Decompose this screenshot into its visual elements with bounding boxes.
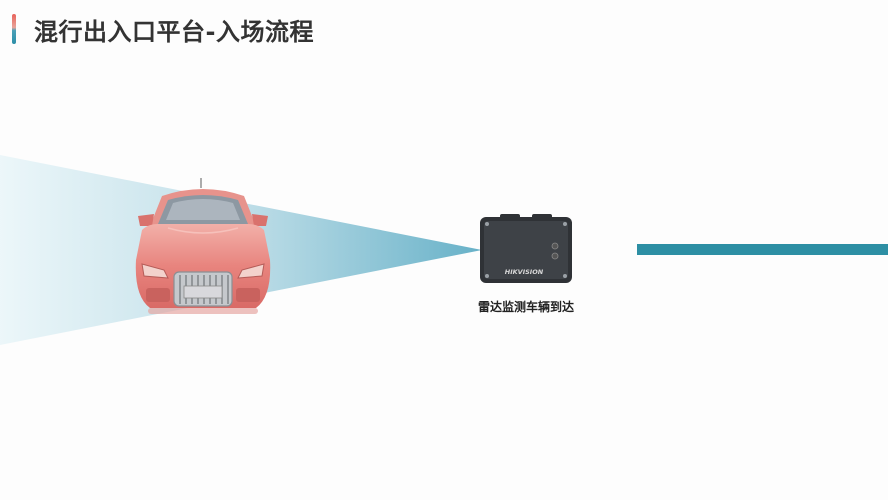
- page-title: 混行出入口平台-入场流程: [34, 18, 314, 46]
- car-image: [135, 178, 271, 314]
- barrier-gate-arm: [637, 244, 888, 255]
- radar-device: HIKVISION: [480, 214, 572, 283]
- radar-label: 雷达监测车辆到达: [477, 300, 574, 314]
- radar-brand: HIKVISION: [505, 268, 544, 276]
- title-accent-bar: [12, 14, 16, 44]
